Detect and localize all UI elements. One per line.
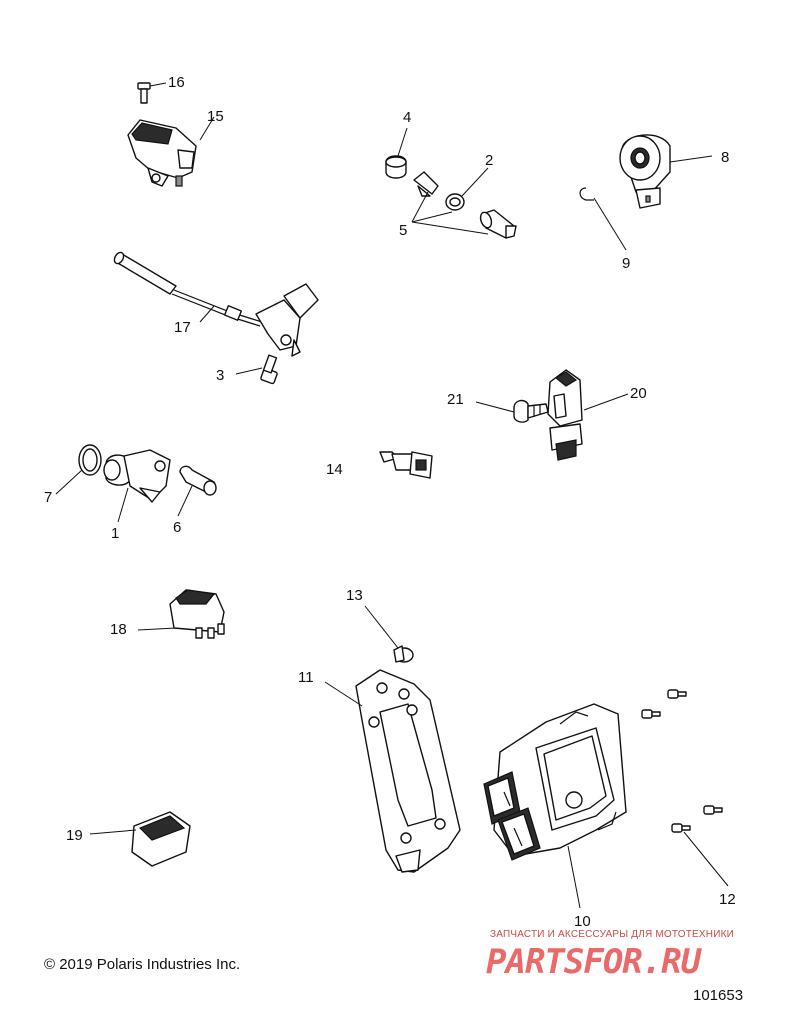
part-10-ecu: [483, 703, 627, 861]
part-18-relay: [169, 589, 225, 639]
part-11-bracket: [355, 669, 461, 873]
label-7: 7: [44, 489, 52, 506]
part-16-bolt: [137, 82, 167, 104]
label-12: 12: [719, 891, 736, 908]
part-15-map-sensor: [127, 119, 197, 187]
part-20-connector: [547, 369, 583, 461]
label-19: 19: [66, 827, 83, 844]
part-8-knock-sensor: [619, 134, 671, 209]
label-20: 20: [630, 385, 647, 402]
part-6-pin: [179, 465, 217, 496]
part-7-oring: [78, 444, 102, 476]
part-5-clip: [413, 171, 439, 197]
part-13-fastener: [393, 645, 414, 663]
part-1-cam-sensor: [103, 449, 171, 503]
label-5: 5: [399, 222, 407, 239]
watermark-caption: ЗАПЧАСТИ И АКСЕССУАРЫ ДЛЯ МОТОТЕХНИКИ: [490, 929, 735, 940]
part-21-screw: [513, 399, 549, 423]
document-number: 101653: [693, 987, 744, 1004]
label-21: 21: [447, 391, 464, 408]
label-11: 11: [298, 669, 314, 686]
label-9: 9: [622, 255, 630, 272]
part-17-speed-sensor: [113, 251, 319, 357]
label-18: 18: [110, 621, 127, 638]
part-4-seal: [385, 155, 407, 179]
label-3: 3: [216, 367, 224, 384]
label-14: 14: [326, 461, 343, 478]
callout-labels: 16 15 4 2 5 8 9 17 3 21 20 14 7 1 6 18 1…: [44, 74, 736, 930]
leader-lines: [55, 116, 729, 909]
part-19-holder: [131, 811, 191, 867]
label-16: 16: [168, 74, 185, 91]
label-17: 17: [174, 319, 191, 336]
part-2-oring: [445, 193, 465, 211]
label-4: 4: [403, 109, 411, 126]
part-14-temp-sensor: [379, 451, 433, 479]
watermark-logo: PARTSFOR.RU: [486, 942, 701, 982]
label-1: 1: [111, 525, 119, 542]
part-3-bolt: [260, 354, 278, 385]
part-12-screws: [641, 689, 723, 833]
part-9-clip: [579, 187, 594, 201]
part-5-sensor: [479, 209, 517, 239]
copyright-text: © 2019 Polaris Industries Inc.: [44, 956, 241, 973]
label-8: 8: [721, 149, 729, 166]
label-15: 15: [207, 108, 224, 125]
label-10: 10: [574, 913, 591, 930]
label-13: 13: [346, 587, 363, 604]
label-6: 6: [173, 519, 181, 536]
label-2: 2: [485, 152, 493, 169]
